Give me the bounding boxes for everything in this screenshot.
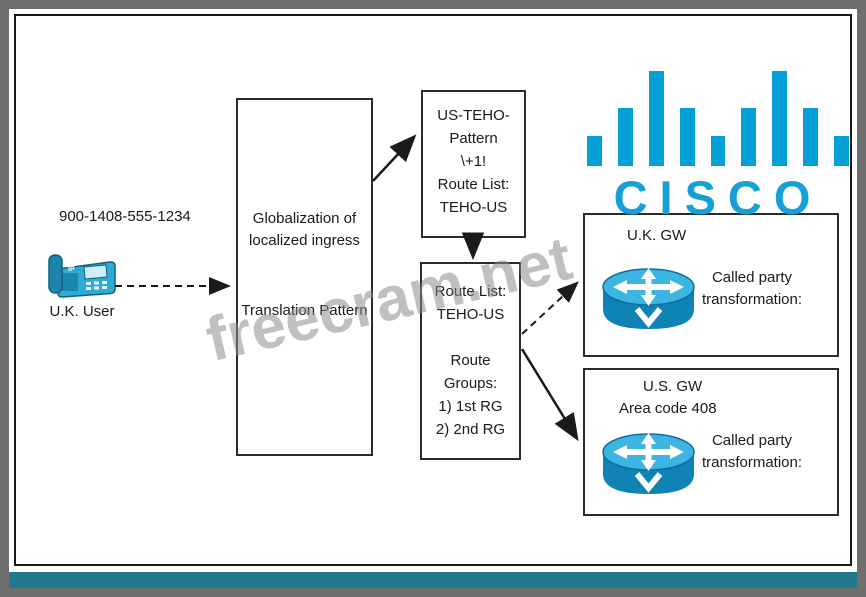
diagram-border	[14, 14, 852, 566]
svg-text:IP: IP	[68, 266, 75, 273]
translation-box-text-top: Globalization of localized ingress	[249, 210, 360, 249]
route-list-line: Groups:	[443, 375, 498, 392]
route-list-line: Route	[450, 352, 491, 369]
pattern-line: \+1!	[460, 153, 487, 170]
router-icon	[602, 268, 695, 329]
footer-bar	[9, 572, 857, 588]
pattern-line: Route List:	[437, 176, 510, 193]
arrow-translation-to-pattern	[372, 134, 417, 182]
us-teho-pattern-box: US-TEHO- Pattern \+1! Route List: TEHO-U…	[421, 90, 526, 238]
uk-gateway-title: U.K. GW	[627, 227, 687, 244]
route-list-line: TEHO-US	[436, 306, 505, 323]
cisco-logo-bars-icon	[587, 69, 850, 166]
us-gateway-title: U.S. GW	[643, 378, 703, 395]
diagram-canvas: 900-1408-555-1234 IP U.K. User Globaliza…	[9, 9, 857, 588]
cisco-logo-text: CISCO	[613, 171, 823, 224]
route-list-line: 1) 1st RG	[438, 398, 503, 415]
caller-label: U.K. User	[49, 303, 115, 320]
uk-gateway-box: U.K. GW Called party transformation:	[583, 213, 839, 357]
pattern-line: TEHO-US	[439, 199, 508, 216]
flow-arrows	[115, 134, 579, 442]
cisco-logo: CISCO	[587, 69, 850, 225]
pattern-line: US-TEHO-	[437, 107, 510, 124]
translation-pattern-box: Globalization of localized ingress Trans…	[236, 98, 373, 456]
route-list-box: Route List: TEHO-US Route Groups: 1) 1st…	[420, 262, 521, 460]
us-gateway-area-code: Area code 408	[619, 400, 717, 417]
ip-phone-icon: IP	[48, 254, 116, 298]
translation-box-text-bottom: Translation Pattern	[241, 302, 368, 319]
us-gateway-box: U.S. GW Area code 408 Called party trans…	[583, 368, 839, 516]
us-called-party-note: Called party transformation:	[701, 432, 803, 471]
arrow-routelist-to-us-gw	[520, 348, 579, 442]
uk-called-party-note: Called party transformation:	[701, 269, 803, 308]
router-icon	[602, 433, 695, 494]
pattern-line: Pattern	[449, 130, 498, 147]
caller-number: 900-1408-555-1234	[59, 208, 191, 225]
route-list-line: Route List:	[434, 283, 507, 300]
caller-endpoint: IP U.K. User	[39, 249, 125, 320]
route-list-line: 2) 2nd RG	[435, 421, 506, 438]
arrow-routelist-to-uk-gw	[521, 281, 579, 335]
